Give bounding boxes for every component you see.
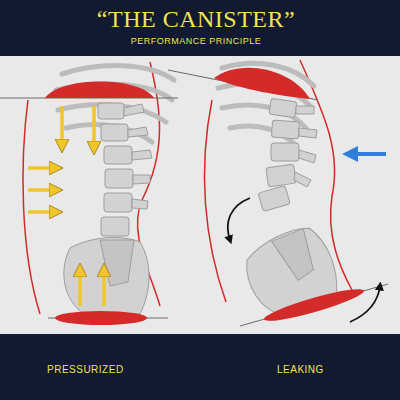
front-outline <box>204 100 226 302</box>
front-outline <box>23 100 40 314</box>
diaphragm <box>45 82 154 99</box>
pressure-arrow <box>60 106 64 146</box>
vertebra <box>266 164 296 187</box>
vertebra <box>101 217 129 236</box>
pressure-arrow <box>78 270 82 306</box>
force-arrow <box>350 152 386 156</box>
vertebra <box>104 146 132 164</box>
vertebra <box>271 143 299 161</box>
title: “THE CANISTER” <box>0 6 396 33</box>
spinous-process <box>124 104 144 116</box>
panel-caption: PRESSURIZED <box>47 364 124 375</box>
pressure-arrow <box>102 270 106 306</box>
spinous-process <box>299 128 317 138</box>
rib <box>66 124 152 142</box>
pelvic-floor <box>262 284 366 326</box>
spine <box>98 103 152 236</box>
vertebra <box>271 120 299 139</box>
vertebra <box>269 98 297 117</box>
spinous-process <box>296 106 314 114</box>
subtitle: PERFORMANCE PRINCIPLE <box>0 36 396 46</box>
pelvic-floor <box>55 311 147 325</box>
level-line <box>240 284 388 326</box>
vertebra <box>104 193 132 212</box>
spinous-process <box>133 175 150 184</box>
spinous-process <box>132 150 152 160</box>
rotation-arrow <box>350 286 380 322</box>
ribs <box>56 66 174 142</box>
sacrum <box>272 229 321 284</box>
pressurized-figure <box>0 62 178 325</box>
spinous-process <box>299 150 316 163</box>
pressure-arrow <box>28 166 56 170</box>
spinous-process <box>294 172 311 187</box>
vertebra <box>105 169 133 188</box>
vertebra <box>98 103 124 119</box>
panel-caption: LEAKING <box>277 364 324 375</box>
pressure-arrow <box>28 210 56 214</box>
spinous-process <box>128 127 148 137</box>
pelvis <box>64 237 149 314</box>
rib <box>62 66 174 80</box>
pressure-arrows <box>28 106 104 306</box>
vertebra <box>258 185 290 211</box>
vertebra <box>101 124 128 141</box>
spinous-process <box>132 199 148 209</box>
leaking-figure <box>168 60 388 326</box>
spine <box>258 98 317 211</box>
image-panel <box>0 56 400 334</box>
diaphragm <box>214 68 310 99</box>
rotation-arrow <box>228 198 250 240</box>
pressure-arrow <box>28 188 56 192</box>
pressure-arrow <box>92 106 96 148</box>
